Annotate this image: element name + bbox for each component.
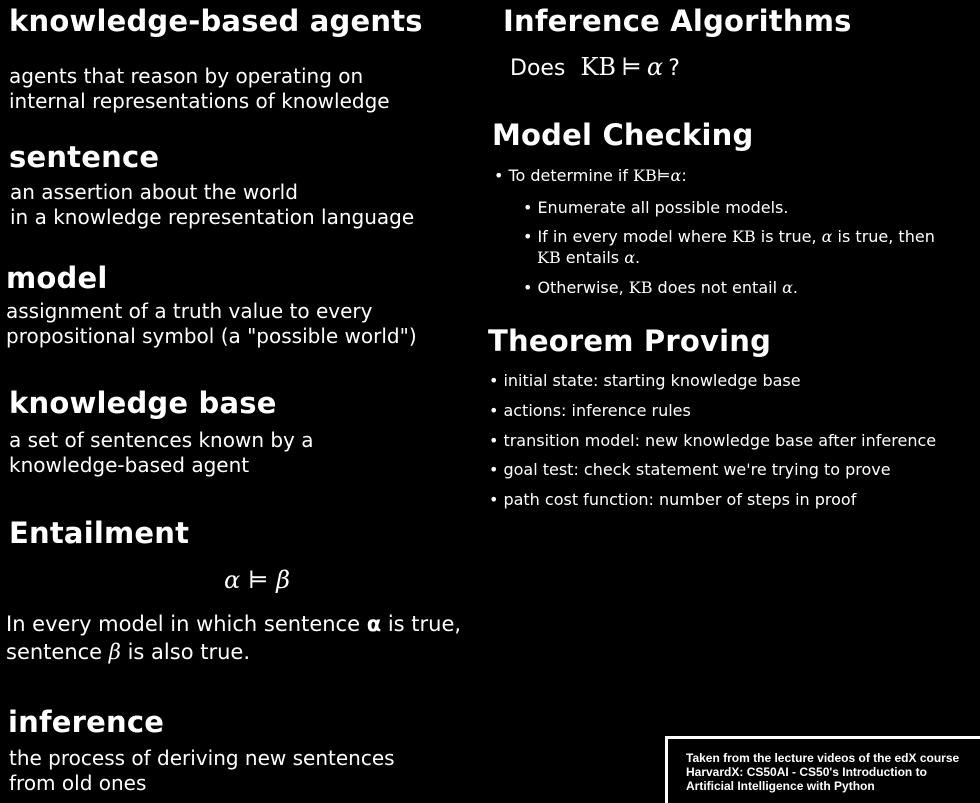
inference-question-does: Does xyxy=(510,56,566,81)
heading-knowledge-based-agents: knowledge-based agents xyxy=(9,4,423,38)
mc-b1-alpha: α xyxy=(670,166,682,185)
inference-question-kb: KB xyxy=(580,53,617,81)
heading-model: model xyxy=(6,261,108,295)
model-checking-item-1: •To determine if KB⊨α: xyxy=(494,166,687,185)
mc-b3-text: If in every model where xyxy=(537,227,732,246)
bullet-glyph: • xyxy=(489,460,499,479)
sentence-definition-line-2: in a knowledge representation language xyxy=(10,205,415,229)
heading-inference: inference xyxy=(8,705,165,739)
model-definition: assignment of a truth value to every pro… xyxy=(6,299,417,349)
inference-definition-line-2: from old ones xyxy=(9,771,147,795)
entailment-formula-beta: β xyxy=(276,566,291,594)
mc-b4-period: . xyxy=(792,278,798,297)
knowledge-base-definition-line-2: knowledge-based agent xyxy=(9,453,250,477)
bullet-glyph: • xyxy=(489,431,499,450)
inference-question-alpha: α xyxy=(646,53,664,81)
entailment-definition-line-1: In every model in which sentence α is tr… xyxy=(6,610,461,638)
model-definition-line-2: propositional symbol (a "possible world"… xyxy=(6,324,417,348)
theorem-proving-item: •path cost function: number of steps in … xyxy=(489,490,856,509)
kba-definition: agents that reason by operating on inter… xyxy=(9,64,390,114)
theorem-proving-item: •goal test: check statement we're trying… xyxy=(489,460,891,479)
kba-definition-line-1: agents that reason by operating on xyxy=(9,64,364,88)
bullet-glyph: • xyxy=(494,166,504,185)
mc-b3b-mid: entails xyxy=(560,248,625,267)
entailment-formula: α ⊨ β xyxy=(224,565,290,595)
source-credit-box: Taken from the lecture videos of the edX… xyxy=(665,736,980,803)
inference-question-entails: ⊨ xyxy=(621,53,642,81)
sentence-definition-line-1: an assertion about the world xyxy=(10,180,298,204)
bullet-glyph: • xyxy=(523,278,533,297)
heading-knowledge-base: knowledge base xyxy=(9,386,277,420)
entailment-line-2-beta: β xyxy=(108,640,121,664)
kba-definition-line-2: internal representations of knowledge xyxy=(9,89,390,113)
theorem-proving-item-text: goal test: check statement we're trying … xyxy=(503,460,891,479)
theorem-proving-item: •transition model: new knowledge base af… xyxy=(489,431,936,450)
mc-b3-kb: KB xyxy=(731,227,756,246)
mc-b4-alpha: α xyxy=(782,278,793,297)
theorem-proving-item-text: path cost function: number of steps in p… xyxy=(503,490,857,509)
heading-sentence: sentence xyxy=(9,140,160,174)
mc-b3-alpha: α xyxy=(821,227,833,246)
theorem-proving-item-text: actions: inference rules xyxy=(503,401,691,420)
mc-b4-text: Otherwise, xyxy=(537,278,629,297)
inference-question-mark: ? xyxy=(668,56,680,81)
entailment-formula-alpha: α xyxy=(224,566,241,594)
mc-b1-colon: : xyxy=(681,166,687,185)
knowledge-base-definition-line-1: a set of sentences known by a xyxy=(9,428,314,452)
mc-b3b-period: . xyxy=(635,248,641,267)
entailment-line-1-text: In every model in which sentence xyxy=(6,612,367,636)
model-checking-item-3: •If in every model where KB is true, α i… xyxy=(523,227,935,246)
mc-b4-kb: KB xyxy=(628,278,653,297)
entailment-formula-operator: ⊨ xyxy=(247,566,269,594)
theorem-proving-item-text: transition model: new knowledge base aft… xyxy=(503,431,937,450)
model-checking-item-2: •Enumerate all possible models. xyxy=(523,198,788,217)
theorem-proving-item: •initial state: starting knowledge base xyxy=(489,371,801,390)
source-credit-line-1: Taken from the lecture videos of the edX… xyxy=(686,751,960,765)
bullet-glyph: • xyxy=(523,227,533,246)
heading-entailment: Entailment xyxy=(9,516,190,550)
mc-b2-text: Enumerate all possible models. xyxy=(537,198,789,217)
model-definition-line-1: assignment of a truth value to every xyxy=(6,299,373,323)
entailment-definition: In every model in which sentence α is tr… xyxy=(6,610,461,666)
mc-b3-tail: is true, then xyxy=(832,227,935,246)
inference-definition: the process of deriving new sentences fr… xyxy=(9,746,395,796)
entailment-line-2-tail: is also true. xyxy=(120,640,250,664)
source-credit-line-2: HarvardX: CS50AI - CS50's Introduction t… xyxy=(686,765,927,779)
theorem-proving-item: •actions: inference rules xyxy=(489,401,691,420)
mc-b3b-kb: KB xyxy=(537,248,561,267)
bullet-glyph: • xyxy=(489,490,499,509)
heading-inference-algorithms: Inference Algorithms xyxy=(503,4,852,38)
knowledge-base-definition: a set of sentences known by a knowledge-… xyxy=(9,428,314,478)
entailment-line-1-alpha: α xyxy=(366,612,382,636)
sentence-definition: an assertion about the world in a knowle… xyxy=(10,180,414,230)
mc-b1-text: To determine if xyxy=(508,166,634,185)
inference-definition-line-1: the process of deriving new sentences xyxy=(9,746,395,770)
mc-b3-mid: is true, xyxy=(755,227,822,246)
entailment-line-2-text: sentence xyxy=(6,640,109,664)
bullet-glyph: • xyxy=(489,401,499,420)
entailment-line-1-tail: is true, xyxy=(381,612,462,636)
bullet-glyph: • xyxy=(523,198,533,217)
model-checking-item-4: •Otherwise, KB does not entail α. xyxy=(523,278,798,297)
heading-model-checking: Model Checking xyxy=(492,118,754,152)
source-credit-line-3: Artificial Intelligence with Python xyxy=(686,779,875,793)
mc-b1-kb: KB xyxy=(633,166,657,185)
mc-b1-entails: ⊨ xyxy=(656,166,671,185)
bullet-glyph: • xyxy=(489,371,499,390)
inference-question: Does KB ⊨ α ? xyxy=(510,52,680,85)
entailment-definition-line-2: sentence β is also true. xyxy=(6,638,461,666)
mc-b4-mid: does not entail xyxy=(652,278,783,297)
theorem-proving-item-text: initial state: starting knowledge base xyxy=(503,371,801,390)
mc-b3b-alpha: α xyxy=(624,248,635,267)
model-checking-item-3-continued: KB entails α. xyxy=(537,248,640,267)
heading-theorem-proving: Theorem Proving xyxy=(488,324,772,358)
